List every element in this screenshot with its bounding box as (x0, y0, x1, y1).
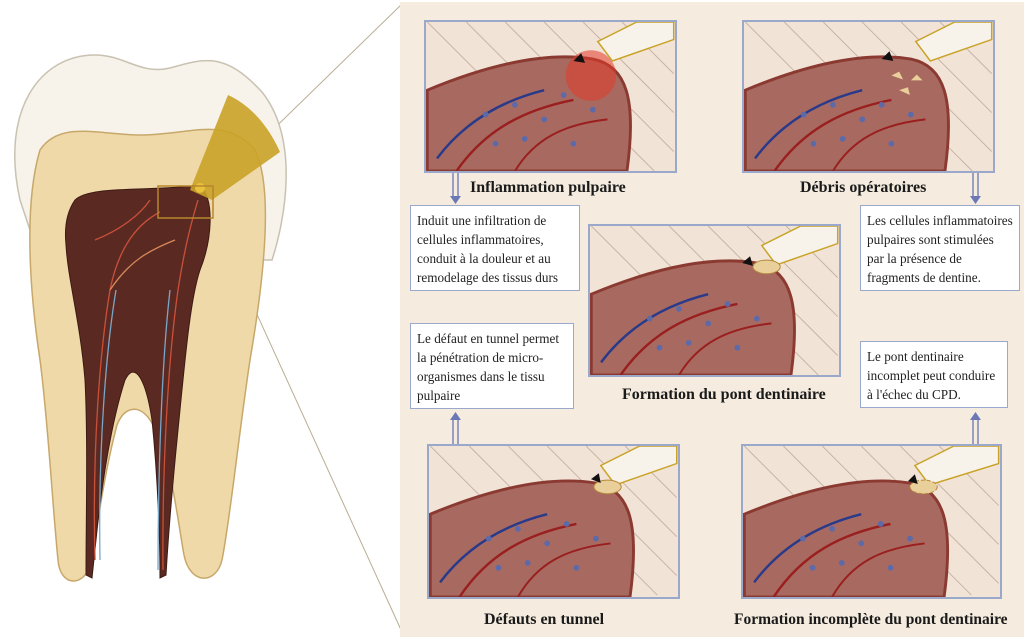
arrow-down-left (450, 173, 461, 204)
thumbnail-defauts-en-tunnel (427, 444, 680, 599)
dentin-debris-illustration (744, 22, 993, 171)
thumbnail-formation-pont-dentinaire (588, 224, 841, 377)
pulp-chamber (65, 184, 211, 579)
thumbnail-debris-operatoires (742, 20, 995, 173)
caption-defauts-en-tunnel: Défauts en tunnel (484, 611, 605, 628)
incomplete-bridge-illustration (743, 446, 1000, 597)
caption-inflammation-pulpaire: Inflammation pulpaire (470, 179, 626, 196)
caption-formation-incomplete: Formation incomplète du pont dentinaire (734, 611, 1008, 628)
note-tunnel: Le défaut en tunnel permet la pénétratio… (410, 323, 574, 409)
arrow-up-left (450, 412, 461, 444)
zoom-region-box (157, 185, 214, 219)
note-inflammation: Induit une infiltration de cellules infl… (410, 205, 580, 291)
thumbnail-inflammation-pulpaire (424, 20, 677, 173)
note-pont-incomplet: Le pont dentinaire incomplet peut condui… (860, 341, 1008, 408)
note-debris: Les cellules inflammatoires pulpaires so… (860, 205, 1020, 291)
inflamed-pulp-illustration (426, 22, 675, 171)
cavity-highlight-wedge (190, 95, 280, 200)
tunnel-defect-illustration (429, 446, 678, 597)
exposure-site (195, 183, 205, 193)
pulp-vessels (93, 199, 199, 571)
caption-debris-operatoires: Débris opératoires (800, 179, 927, 196)
arrow-down-right (970, 173, 981, 204)
thumbnail-formation-incomplete (741, 444, 1002, 599)
caption-formation-pont-dentinaire: Formation du pont dentinaire (622, 386, 826, 403)
dentin-bridge-illustration (590, 226, 839, 375)
arrow-up-right (970, 412, 981, 444)
